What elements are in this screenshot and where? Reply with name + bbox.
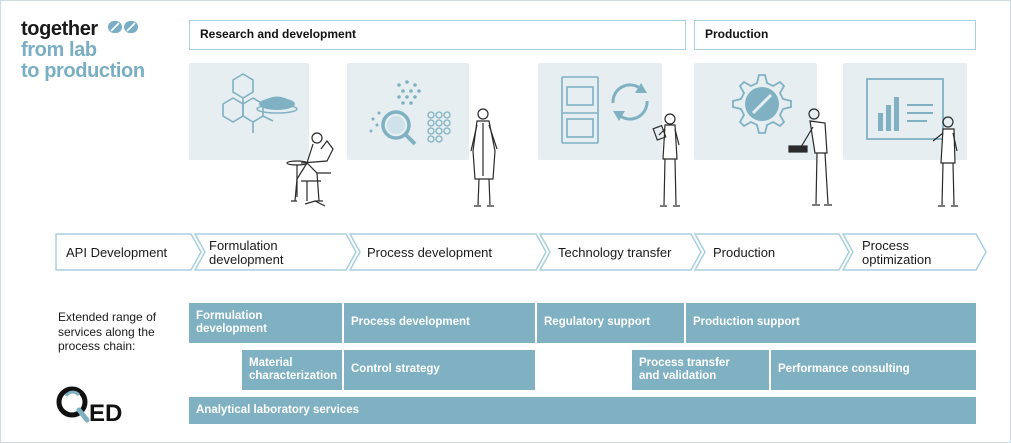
chain-label-process: Process development xyxy=(367,245,493,260)
chain-step-process xyxy=(348,233,547,271)
chain-label-optimization: Process optimization xyxy=(862,238,932,267)
petri-dish-icon xyxy=(256,96,298,114)
title-line-2: from lab xyxy=(21,39,97,61)
chain-step-production xyxy=(693,233,850,271)
service-regulatory-support: Regulatory support xyxy=(537,303,684,343)
illustrations xyxy=(222,73,958,207)
particle-grid-icon xyxy=(369,80,421,133)
engineer-tablet-figure xyxy=(652,113,680,207)
presenter-figure xyxy=(932,116,958,207)
process-chain xyxy=(55,233,987,271)
service-process-development: Process development xyxy=(344,303,535,343)
service-process-transfer-validation: Process transfer and validation xyxy=(632,350,769,390)
chain-label-api: API Development xyxy=(66,245,168,260)
title-line-3: to production xyxy=(21,60,145,82)
service-production-support: Production support xyxy=(686,303,976,343)
machine-icon xyxy=(561,76,599,144)
magnifier-icon xyxy=(381,110,417,146)
service-formulation-development: Formulation development xyxy=(189,303,342,343)
scientist-standing-figure xyxy=(470,108,498,207)
qed-logo: ED xyxy=(55,384,145,431)
chain-label-production: Production xyxy=(713,245,776,260)
gear-icon xyxy=(732,74,792,134)
pill-icon xyxy=(107,21,138,33)
chain-step-api xyxy=(55,233,202,271)
title-block: together from lab to production xyxy=(21,19,145,82)
scientist-microscope-figure xyxy=(286,132,334,207)
molecule-icon xyxy=(222,73,274,133)
chain-step-optimization xyxy=(841,233,987,271)
title-line-1: together xyxy=(21,18,98,40)
service-material-characterization: Material characterization xyxy=(242,350,342,390)
panel-process xyxy=(347,63,469,160)
qed-logo-text: ED xyxy=(89,400,122,426)
worker-tray-figure xyxy=(788,108,832,206)
service-performance-consulting: Performance consulting xyxy=(771,350,976,390)
chain-label-transfer: Technology transfer xyxy=(558,245,672,260)
services-label: Extended range of services along the pro… xyxy=(58,310,157,353)
analytics-board-icon xyxy=(866,78,944,140)
service-analytical-laboratory: Analytical laboratory services xyxy=(189,397,976,424)
phase-research-development: Research and development xyxy=(189,20,686,50)
crystal-lattice-icon xyxy=(427,111,451,143)
chain-label-formulation: Formulation development xyxy=(209,238,284,267)
service-control-strategy: Control strategy xyxy=(344,350,535,390)
qed-logo-mark: ED xyxy=(56,386,122,427)
phase-production: Production xyxy=(694,20,976,50)
chain-step-formulation xyxy=(193,233,357,271)
cycle-arrows-icon xyxy=(611,83,649,121)
chain-step-transfer xyxy=(538,233,702,271)
panel-transfer xyxy=(538,63,662,160)
